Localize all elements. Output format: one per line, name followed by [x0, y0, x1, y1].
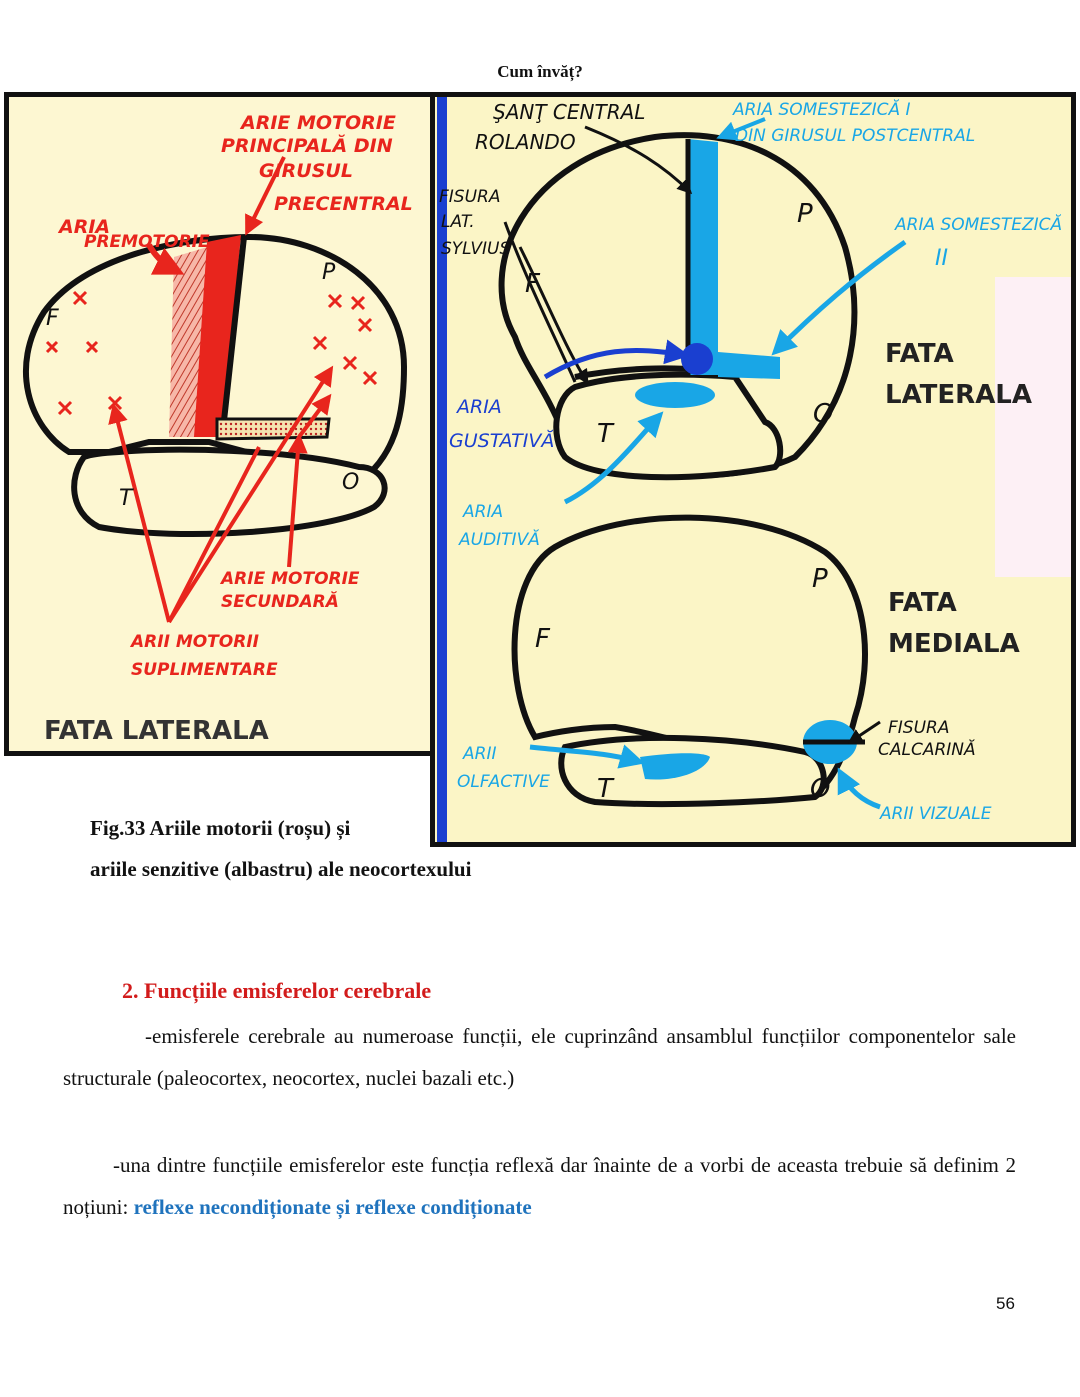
label-lateral-fissure-2: LAT. [441, 212, 475, 232]
medial-lobe-t-letter: T [597, 774, 615, 804]
page-number: 56 [996, 1294, 1015, 1313]
lateral-lobe-o-letter: O [813, 399, 833, 429]
central-sulcus-line [219, 236, 247, 440]
figure-caption-line-1: Fig.33 Ariile motorii (roșu) și [90, 816, 351, 840]
motor-areas-drawing: ARIE MOTORIE PRINCIPALĂ DIN GIRUSUL PREC… [22, 112, 413, 746]
figure-caption: Fig.33 Ariile motorii (roșu) și ariile s… [90, 808, 471, 890]
lateral-temporal-outline [553, 371, 784, 481]
label-auditory-2: AUDITIVĂ [458, 528, 540, 550]
paragraph-2-text: -una dintre funcțiile emisferelor este f… [63, 1153, 1016, 1219]
label-lateral-fissure-1: FISURA [439, 187, 500, 207]
lateral-lobe-t-letter: T [597, 419, 615, 449]
label-somatosensory-2-b: II [935, 246, 948, 271]
label-motor-secondary-1: ARIE MOTORIE [219, 569, 360, 589]
medial-hemisphere-outline [511, 514, 868, 801]
label-somatosensory-2-a: ARIA SOMESTEZICĂ [894, 213, 1062, 235]
lateral-lobe-f-letter: F [525, 269, 541, 299]
label-auditory-1: ARIA [462, 502, 503, 522]
label-premotor-2: PREMOTORIE [84, 232, 210, 252]
paragraph-1: -emisferele cerebrale au numeroase funcț… [63, 1024, 1016, 1090]
motor-areas-figure: ARIE MOTORIE PRINCIPALĂ DIN GIRUSUL PREC… [4, 92, 435, 756]
medial-lobe-f-letter: F [535, 624, 551, 654]
label-central-sulcus-2: ROLANDO [475, 130, 576, 154]
label-visual: ARII VIZUALE [879, 804, 992, 824]
label-lateral-fissure-3: SYLVIUS [441, 239, 510, 259]
label-central-sulcus-1: ŞANŢ CENTRAL [493, 100, 645, 124]
page-header: Cum învăț? [497, 62, 583, 81]
view-medial-1: FATA [888, 588, 957, 618]
label-calcarine-1: FISURA [888, 718, 949, 738]
label-motor-primary-3: GIRUSUL [259, 160, 353, 182]
medial-lobe-p-letter: P [812, 564, 828, 594]
sensory-areas-drawing: ŞANŢ CENTRAL ROLANDO FISURA LAT. SYLVIUS… [437, 97, 1071, 842]
label-calcarine-2: CALCARINĂ [878, 738, 976, 760]
lobe-t-letter: T [119, 486, 134, 511]
view-medial-2: MEDIALA [888, 629, 1020, 659]
lobe-f-letter: F [46, 306, 59, 331]
view-lateral-2: LATERALA [885, 380, 1032, 410]
label-gustatory-1: ARIA [455, 396, 502, 418]
paragraph-2: -una dintre funcțiile emisferelor este f… [63, 1144, 1016, 1228]
section-title: 2. Funcțiile emisferelor cerebrale [122, 978, 432, 1003]
paragraph-2-highlight: reflexe necondiționate și reflexe condiț… [133, 1195, 532, 1219]
label-motor-primary-1: ARIE MOTORIE [239, 112, 396, 134]
lobe-p-letter: P [322, 260, 336, 285]
view-lateral-1: FATA [885, 339, 954, 369]
label-motor-primary-4: PRECENTRAL [274, 193, 413, 215]
label-motor-primary-2: PRINCIPALĂ DIN [221, 133, 393, 157]
label-somatosensory-1-b: DIN GIRUSUL POSTCENTRAL [735, 126, 975, 146]
label-motor-secondary-2: SECUNDARĂ [221, 590, 339, 612]
lateral-lobe-p-letter: P [797, 199, 813, 229]
label-supplementary-1: ARII MOTORII [129, 632, 259, 652]
medial-lobe-o-letter: O [810, 774, 830, 804]
hemisphere-outline [22, 233, 408, 486]
label-supplementary-2: SUPLIMENTARE [131, 660, 278, 680]
label-olfactory-1: ARII [462, 744, 496, 764]
figure-caption-line-2: ariile senzitive (albastru) ale neocorte… [90, 857, 472, 881]
sensory-areas-figure: ŞANŢ CENTRAL ROLANDO FISURA LAT. SYLVIUS… [430, 92, 1076, 847]
label-premotor-1: ARIA [57, 216, 110, 238]
label-somatosensory-1-a: ARIA SOMESTEZICĂ I [732, 98, 911, 120]
lobe-o-letter: O [342, 470, 359, 495]
label-olfactory-2: OLFACTIVE [457, 772, 550, 792]
label-gustatory-2: GUSTATIVĂ [449, 429, 554, 452]
view-title-lateral: FATA LATERALA [44, 716, 269, 746]
